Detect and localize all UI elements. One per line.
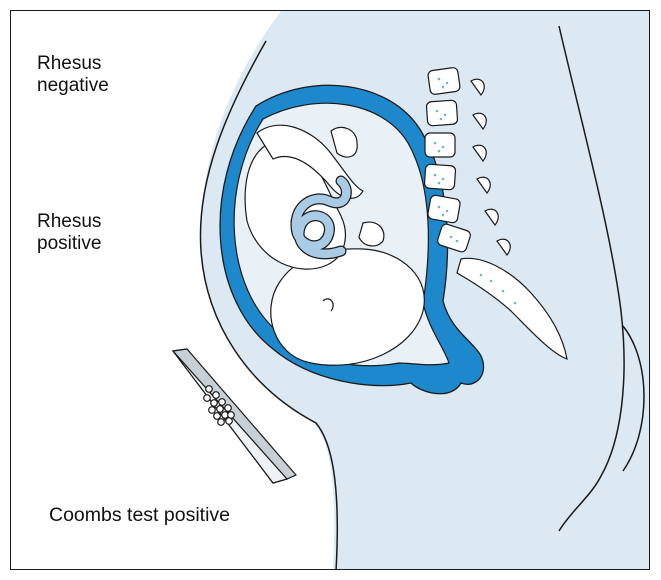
rhesus-positive-label: Rhesus positive — [37, 211, 101, 255]
vertebra — [427, 195, 461, 224]
vertebra — [424, 164, 456, 190]
fetus-hand — [359, 222, 384, 246]
rhesus-negative-label: Rhesus negative — [37, 53, 109, 97]
vertebra — [425, 133, 455, 157]
vertebra — [426, 100, 458, 126]
coombs-test-label: Coombs test positive — [49, 504, 230, 526]
diagram-frame: Rhesus negative Rhesus positive Coombs t… — [10, 10, 650, 570]
vertebra — [427, 67, 460, 95]
